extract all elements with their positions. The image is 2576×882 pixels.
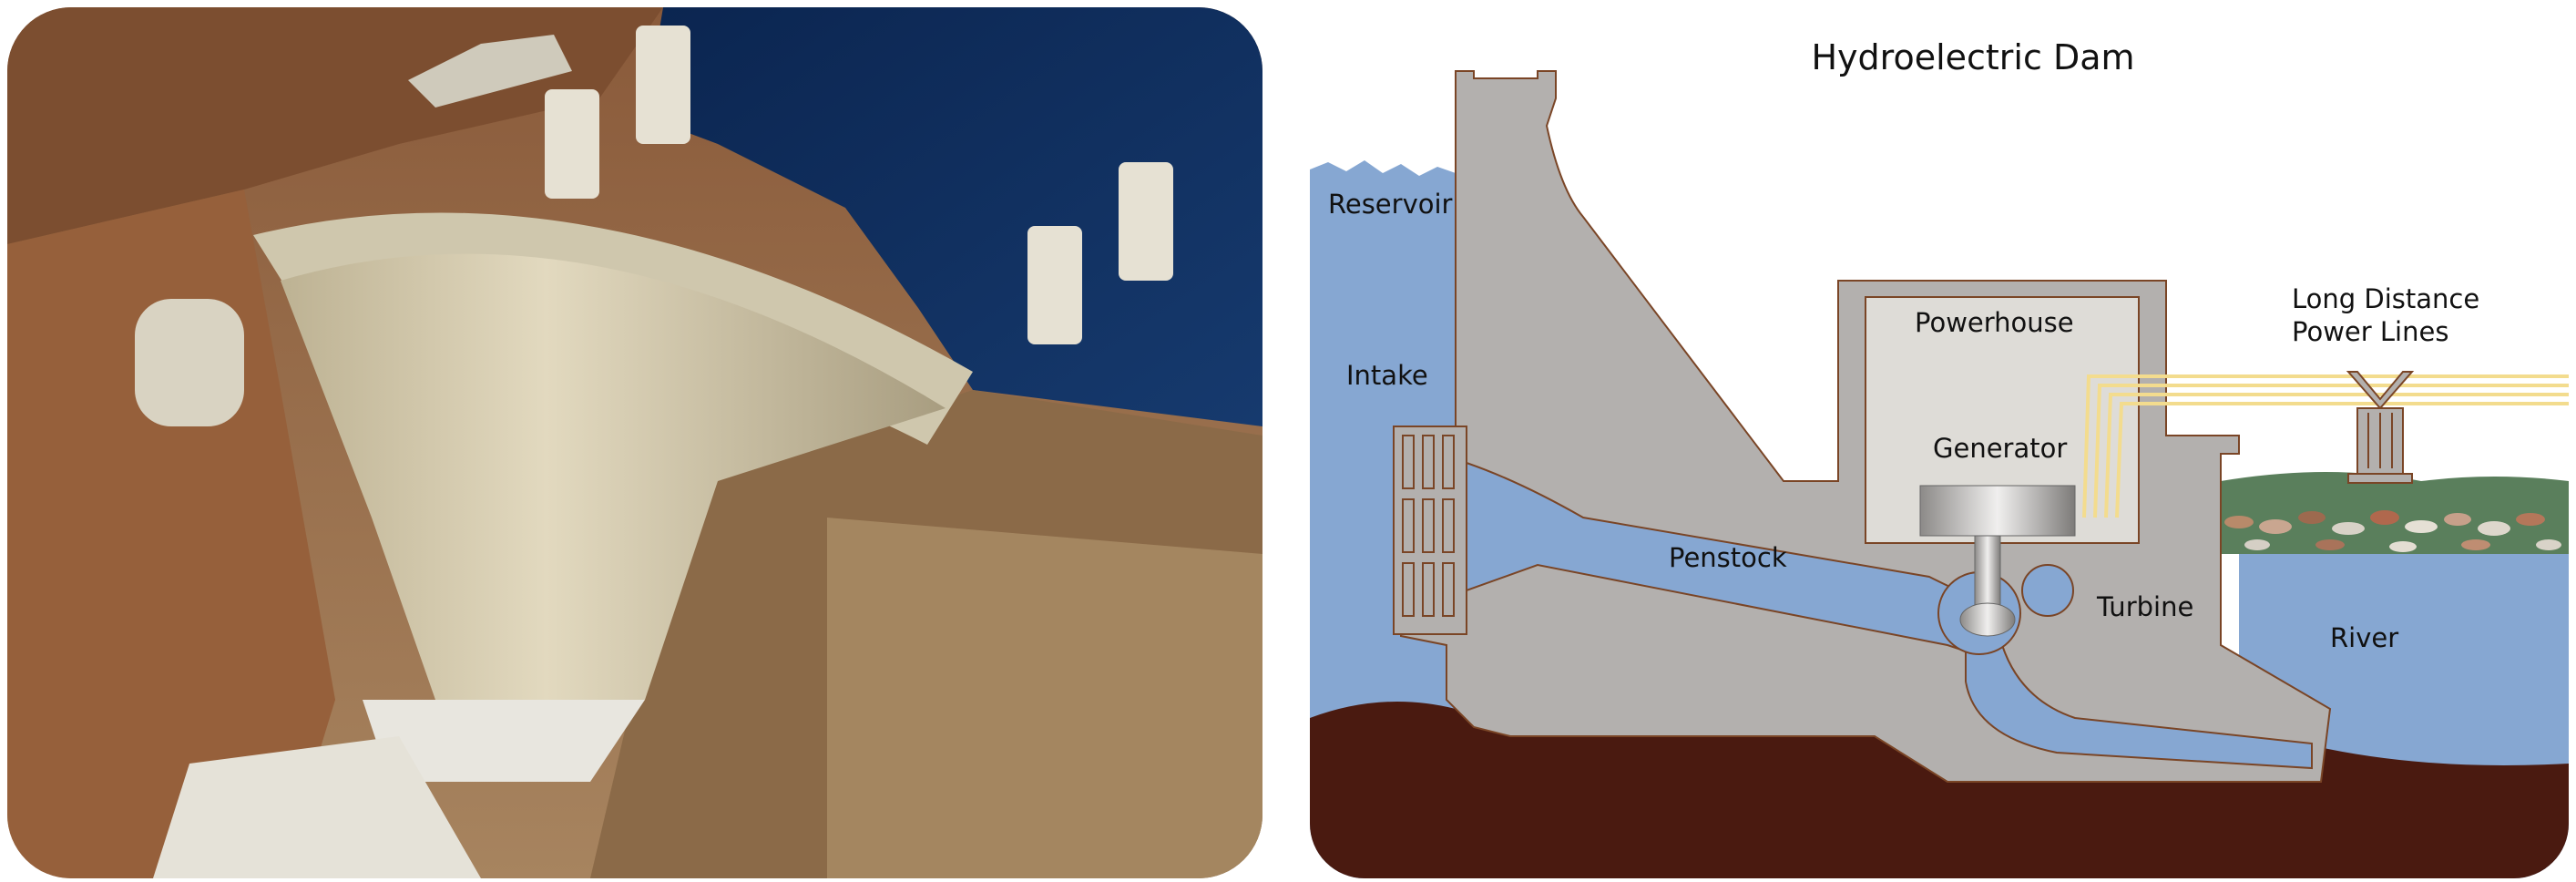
dam-face xyxy=(281,253,946,700)
powerhouse-left xyxy=(153,736,481,878)
generator-shaft xyxy=(1974,535,2001,611)
riverbank-stones xyxy=(2224,510,2561,552)
lake-water xyxy=(645,7,1262,426)
transmission-tower xyxy=(2346,371,2415,484)
label-power-lines-1: Long Distance xyxy=(2292,283,2479,314)
left-canyon-wall xyxy=(7,190,335,878)
label-reservoir: Reservoir xyxy=(1328,189,1453,220)
dam-photo-illustration xyxy=(7,7,1262,878)
intake-towers xyxy=(545,26,1173,344)
turbine-runner xyxy=(1959,602,2016,637)
diagram-canvas: Hydroelectric Dam Reservoir Intake Penst… xyxy=(1310,37,2569,878)
label-power-lines-2: Power Lines xyxy=(2292,316,2448,347)
right-slope xyxy=(827,518,1262,878)
label-intake: Intake xyxy=(1346,360,1428,391)
label-penstock: Penstock xyxy=(1669,542,1787,573)
power-lines xyxy=(2082,374,2569,518)
parking-area xyxy=(408,35,572,108)
dam-aerial-photo xyxy=(7,7,1262,878)
generator xyxy=(1919,485,2076,537)
label-powerhouse: Powerhouse xyxy=(1915,307,2074,338)
label-turbine: Turbine xyxy=(2096,591,2193,622)
turbine-volute xyxy=(2021,564,2074,617)
powerhouse-roof xyxy=(363,700,645,782)
reservoir-water xyxy=(1310,160,1456,878)
spillway-tower xyxy=(135,299,244,426)
label-river: River xyxy=(2330,622,2398,653)
hydroelectric-diagram: Hydroelectric Dam Reservoir Intake Penst… xyxy=(1310,7,2569,878)
diagram-title: Hydroelectric Dam xyxy=(1811,37,2134,77)
label-generator: Generator xyxy=(1933,433,2067,464)
intake-grate xyxy=(1393,426,1467,635)
draft-tube xyxy=(1965,644,2313,770)
